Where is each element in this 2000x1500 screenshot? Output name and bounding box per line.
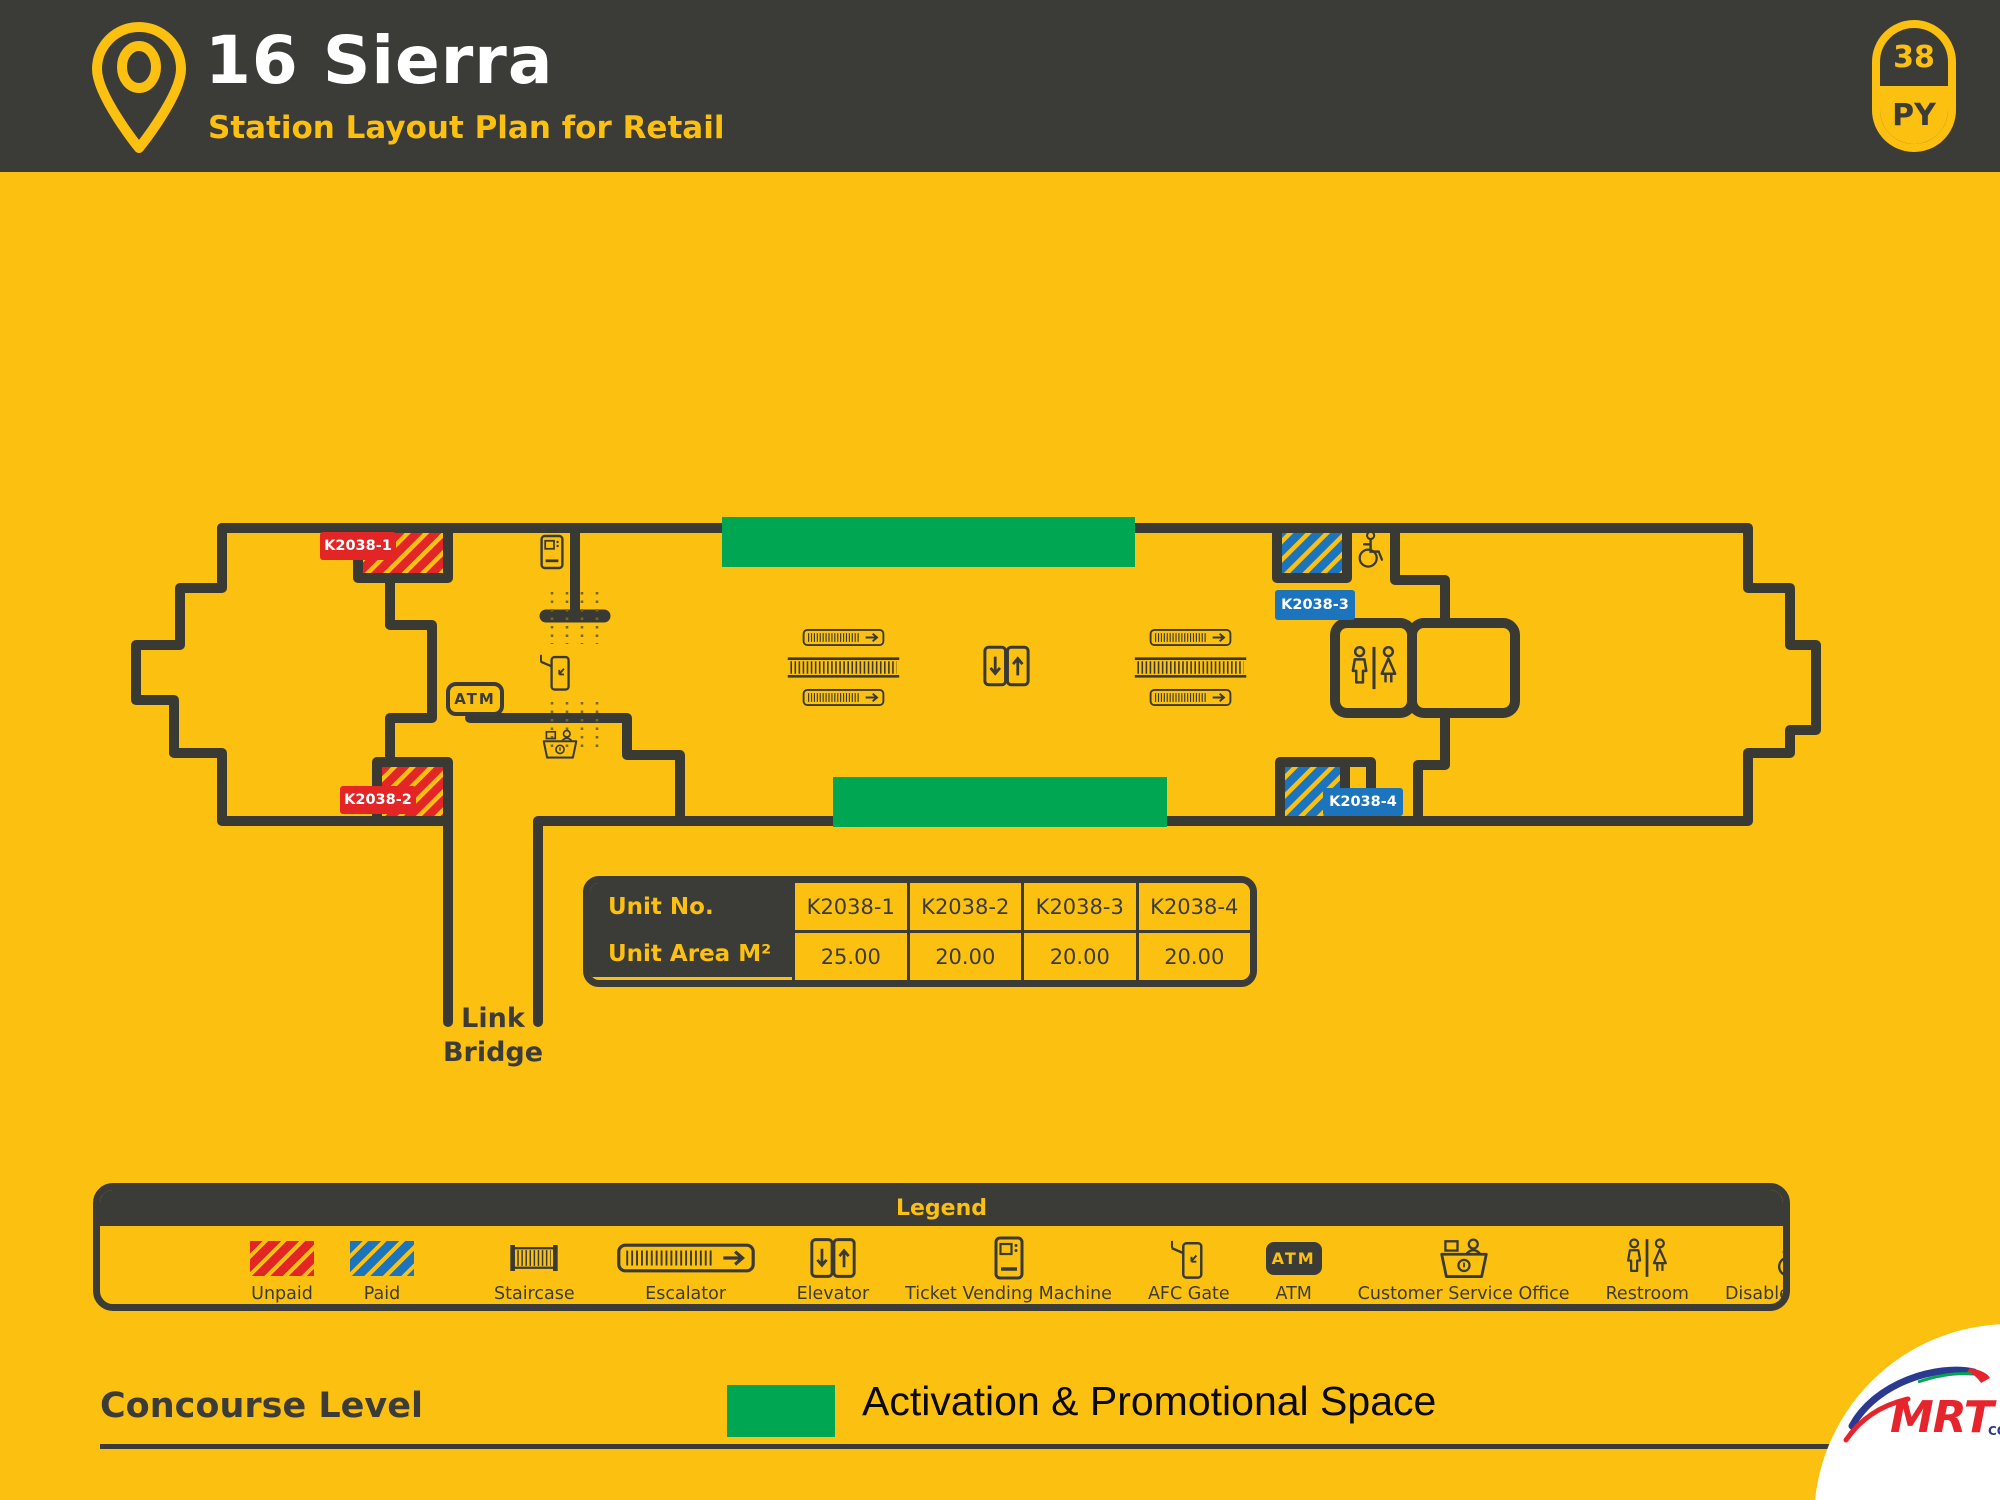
page-title: 16 Sierra <box>205 22 554 99</box>
unpaid-swatch-icon <box>250 1240 314 1276</box>
disabled-toilet-icon <box>1777 1237 1783 1277</box>
restroom-icon <box>1351 645 1397 691</box>
table-cell-area: 20.00 <box>906 930 1021 980</box>
link-bridge-line1: Link <box>461 1003 525 1034</box>
legend-item-afc-gate: AFC Gate <box>1148 1234 1230 1304</box>
legend-item-label: Restroom <box>1605 1284 1689 1304</box>
staircase-icon <box>508 1242 560 1274</box>
unit-label-k2038-4: K2038-4 <box>1323 788 1403 816</box>
atm-icon: ATM <box>1265 1241 1322 1275</box>
escalator-icon <box>611 1242 761 1274</box>
escalator-icon <box>804 690 884 705</box>
station-line-code: PY <box>1880 86 1948 144</box>
afc-gate-icon <box>1170 1239 1203 1279</box>
unit-label-k2038-2: K2038-2 <box>340 786 416 814</box>
legend-item-label: ATM <box>1275 1284 1312 1304</box>
atm-location-label: ATM <box>446 682 504 716</box>
unit-label-k2038-3: K2038-3 <box>1275 590 1355 620</box>
unit-label-k2038-1: K2038-1 <box>320 532 396 560</box>
table-cell-area: 25.00 <box>792 930 907 980</box>
link-bridge-line2: Bridge <box>442 1036 544 1068</box>
legend-item-paid: Paid <box>350 1234 414 1304</box>
mrt-logo-corp-text: CORP <box>1988 1424 2000 1438</box>
station-code-badge: 38 PY <box>1872 20 1956 152</box>
escalator-icon <box>1151 630 1231 645</box>
link-bridge-label: Link Bridge <box>428 1002 558 1070</box>
activation-space-bottom <box>833 777 1167 827</box>
mrt-logo-text: MRT <box>1890 1392 1994 1443</box>
header-bar: 16 Sierra Station Layout Plan for Retail… <box>0 0 2000 172</box>
ticket-vending-machine-icon <box>540 534 564 570</box>
legend-title: Legend <box>100 1190 1783 1226</box>
table-cell-area: 20.00 <box>1021 930 1136 980</box>
staircase-icon <box>788 659 899 677</box>
table-col-unit: K2038-4 <box>1135 883 1250 930</box>
legend-item-tvm: Ticket Vending Machine <box>905 1234 1112 1304</box>
legend-panel: Legend Unpaid Paid Staircase Escalator E… <box>93 1183 1790 1311</box>
table-col-unit: K2038-2 <box>906 883 1021 930</box>
legend-item-label: Staircase <box>494 1284 575 1304</box>
table-cell-area: 20.00 <box>1135 930 1250 980</box>
restroom-icon <box>1626 1237 1668 1279</box>
legend-item-customer-service: Customer Service Office <box>1358 1234 1570 1304</box>
paid-swatch-icon <box>350 1240 414 1276</box>
table-col-unit: K2038-3 <box>1021 883 1136 930</box>
legend-item-staircase: Staircase <box>494 1234 575 1304</box>
staircase-icon <box>1135 659 1246 677</box>
legend-item-label: Escalator <box>645 1284 727 1304</box>
unit-area-table: Unit No. K2038-1 K2038-2 K2038-3 K2038-4… <box>583 876 1257 987</box>
station-walls <box>131 523 1821 1027</box>
level-title: Concourse Level <box>100 1386 423 1426</box>
activation-space-swatch <box>727 1385 835 1437</box>
disabled-toilet-icon <box>1358 530 1384 568</box>
legend-item-atm: ATM ATM <box>1265 1234 1322 1304</box>
legend-items-row: Unpaid Paid Staircase Escalator Elevator <box>100 1226 1783 1304</box>
station-number: 38 <box>1893 39 1935 75</box>
legend-item-label: AFC Gate <box>1147 1284 1230 1304</box>
legend-item-label: Elevator <box>796 1284 870 1304</box>
activation-space-top <box>722 517 1135 567</box>
legend-item-label: Ticket Vending Machine <box>905 1284 1112 1304</box>
unit-hatches <box>362 533 1344 817</box>
customer-service-office-icon <box>542 729 578 759</box>
legend-item-label: Customer Service Office <box>1357 1284 1570 1304</box>
table-row1-header: Unit No. <box>590 883 792 930</box>
legend-item-label: Paid <box>363 1284 401 1304</box>
legend-item-label: Disabled Toilet <box>1724 1284 1790 1304</box>
afc-gate-lanes <box>550 592 599 748</box>
elevator-icon <box>810 1238 856 1278</box>
escalator-icon <box>1151 690 1231 705</box>
footer-divider <box>100 1444 1930 1449</box>
mrt-train-swoosh-icon <box>1843 1366 1990 1443</box>
ticket-vending-machine-icon <box>993 1236 1024 1280</box>
activation-space-label: Activation & Promotional Space <box>862 1378 1437 1424</box>
page-subtitle: Station Layout Plan for Retail <box>208 110 725 146</box>
escalator-icon <box>804 630 884 645</box>
table-row2-header: Unit Area M² <box>590 930 792 977</box>
legend-item-restroom: Restroom <box>1606 1234 1689 1304</box>
customer-service-office-icon <box>1439 1238 1488 1279</box>
location-pin-icon <box>92 22 186 153</box>
legend-item-elevator: Elevator <box>796 1234 870 1304</box>
elevator-icon <box>983 645 1030 687</box>
unit-k2038-3-area <box>1281 533 1344 575</box>
table-col-unit: K2038-1 <box>792 883 907 930</box>
legend-item-label: Unpaid <box>251 1284 313 1304</box>
legend-item-unpaid: Unpaid <box>250 1234 314 1304</box>
activation-spaces <box>722 517 1167 827</box>
legend-item-escalator: Escalator <box>611 1234 761 1304</box>
afc-gate-icon <box>540 653 570 691</box>
legend-item-disabled-toilet: Disabled Toilet <box>1724 1234 1790 1304</box>
